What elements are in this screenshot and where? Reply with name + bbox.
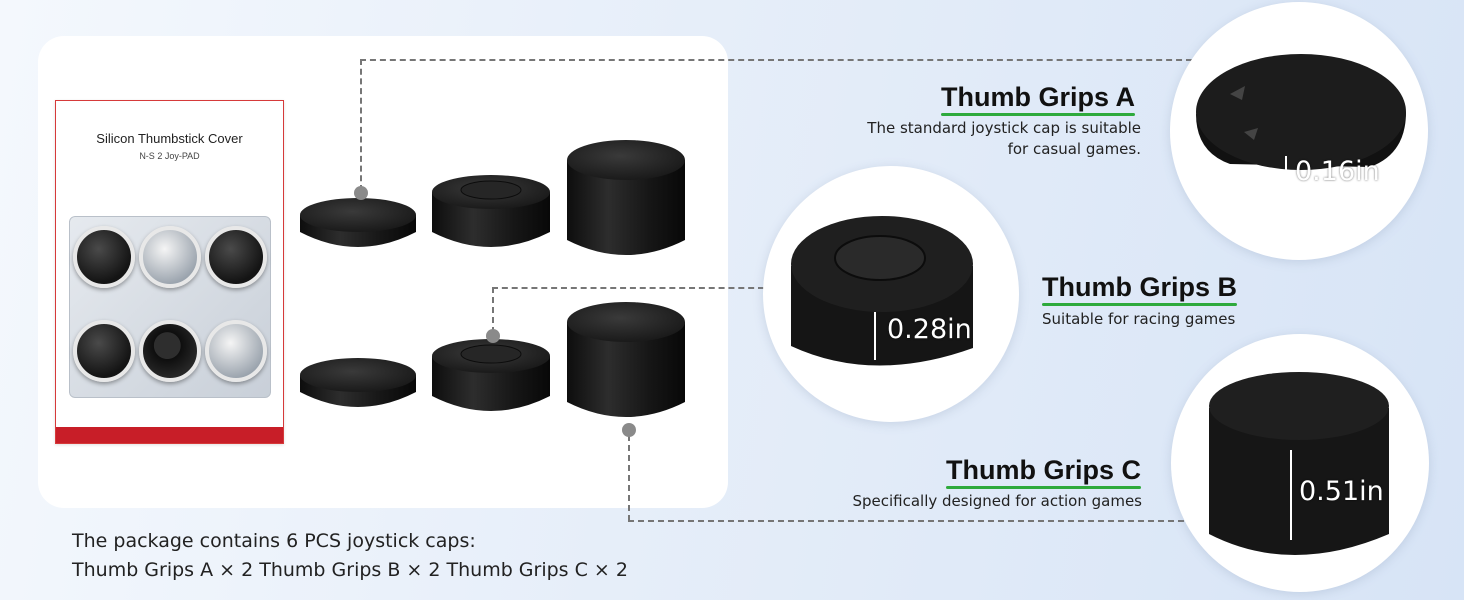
connector-a-horizontal (360, 59, 1192, 61)
grip-a-circle: 0.16in (1170, 2, 1428, 260)
grip-c-title: Thumb Grips C (946, 455, 1141, 489)
cap-a-top (300, 198, 416, 247)
grip-a-title: Thumb Grips A (941, 82, 1135, 116)
grip-a-desc-line1: The standard joystick cap is suitable (867, 119, 1141, 137)
grip-c-image (1209, 372, 1389, 555)
package-subtitle: N-S 2 Joy-PAD (139, 151, 200, 161)
grip-b-underline (1042, 303, 1237, 306)
grip-b-description: Suitable for racing games (1042, 310, 1236, 328)
cap-c-bottom (567, 302, 685, 417)
grip-a-measure: 0.16in (1295, 156, 1380, 187)
grip-b-circle: 0.28in (763, 166, 1019, 422)
grip-b-title: Thumb Grips B (1042, 272, 1237, 306)
package-cap-c2 (205, 320, 267, 382)
grip-b-title-text: Thumb Grips B (1042, 272, 1237, 302)
grip-a-underline (941, 113, 1135, 116)
grip-a-image (1196, 54, 1406, 184)
grip-a-desc-line2: for casual games. (1007, 140, 1141, 158)
grip-b-image (791, 216, 973, 366)
grip-c-measure: 0.51in (1299, 476, 1384, 507)
package-cap-b2 (139, 320, 201, 382)
grip-c-title-text: Thumb Grips C (946, 455, 1141, 485)
cap-b-bottom (432, 339, 550, 411)
package-red-bar (56, 427, 283, 443)
grip-a-description: The standard joystick cap is suitable fo… (867, 118, 1141, 160)
cap-a-bottom (300, 358, 416, 407)
package-window (67, 214, 273, 400)
cap-c-top (567, 140, 685, 255)
footer-line1: The package contains 6 PCS joystick caps… (72, 530, 476, 552)
package-cap-a2 (73, 320, 135, 382)
connector-b-vertical (492, 287, 494, 333)
connector-b-horizontal (492, 287, 764, 289)
grip-b-measure: 0.28in (887, 314, 972, 345)
connector-c-vertical (628, 435, 630, 521)
caps-group (300, 140, 685, 417)
connector-c-dot (622, 423, 636, 437)
cap-b-top (432, 175, 550, 247)
connector-a-vertical (360, 59, 362, 191)
footer-line2: Thumb Grips A × 2 Thumb Grips B × 2 Thum… (72, 559, 628, 581)
grip-c-underline (946, 486, 1141, 489)
grip-a-title-text: Thumb Grips A (941, 82, 1135, 112)
connector-c-horizontal (628, 520, 1194, 522)
grip-c-description: Specifically designed for action games (852, 492, 1142, 510)
package-cap-a (73, 226, 135, 288)
package-cap-c (205, 226, 267, 288)
connector-b-dot (486, 329, 500, 343)
package-cap-b (139, 226, 201, 288)
package-title: Silicon Thumbstick Cover (96, 131, 243, 146)
connector-a-dot (354, 186, 368, 200)
package-box: Silicon Thumbstick Cover N-S 2 Joy-PAD (55, 100, 284, 444)
grip-c-circle: 0.51in (1171, 334, 1429, 592)
